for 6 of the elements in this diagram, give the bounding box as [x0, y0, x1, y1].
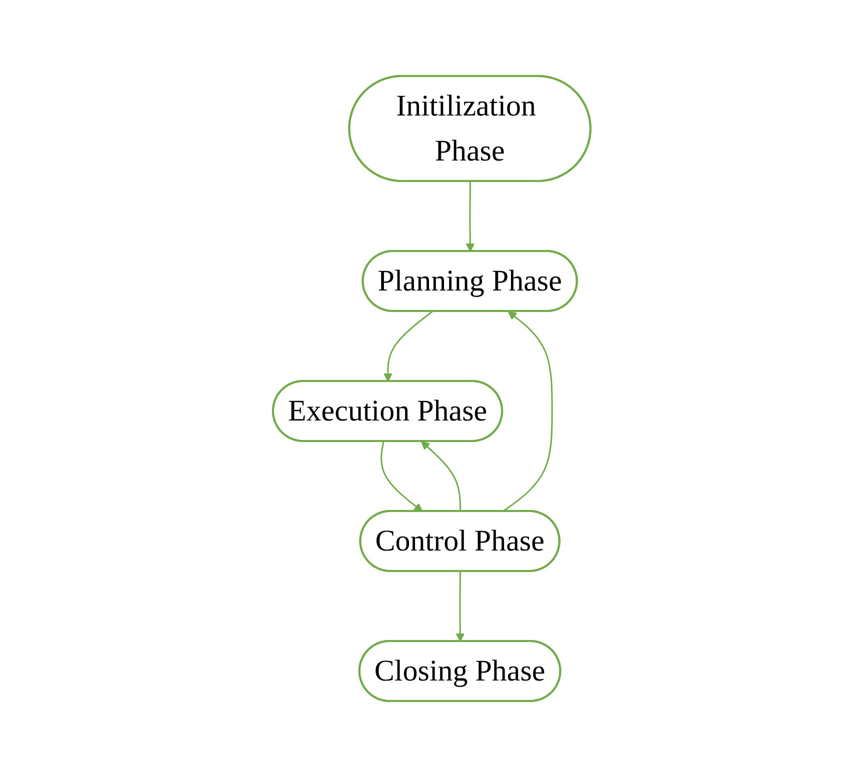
arrow — [380, 440, 424, 512]
arrow — [502, 310, 554, 512]
arrow — [466, 181, 475, 252]
arrow — [384, 310, 434, 382]
arrow — [421, 440, 462, 511]
arrow — [456, 570, 465, 642]
